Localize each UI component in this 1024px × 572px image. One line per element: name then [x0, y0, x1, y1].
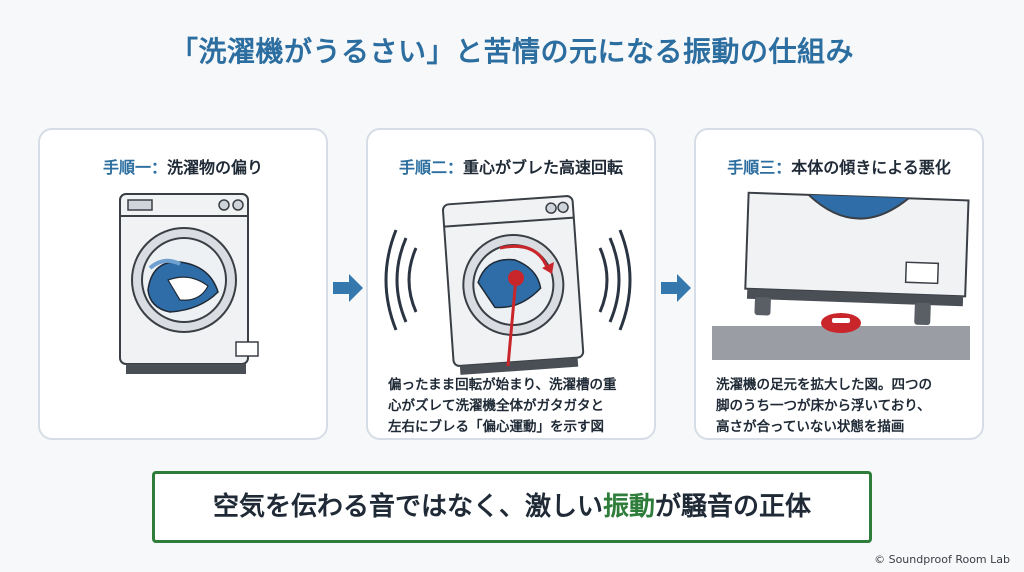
summary-accent-word: 振動 — [602, 492, 655, 522]
step-panel-3: 手順三：本体の傾きによる悪化 洗濯機の足元を拡大した図。四つの 脚のうち一つが床… — [694, 128, 984, 440]
vibration-waves-left — [384, 229, 418, 331]
credit: © Soundproof Room Lab — [874, 553, 1010, 566]
step-1-title: 洗濯物の偏り — [167, 158, 264, 177]
right-arrow-icon — [333, 274, 363, 302]
step-3-label: 手順三 — [727, 158, 776, 177]
washing-machine — [119, 193, 259, 374]
step-3-title: 本体の傾きによる悪化 — [791, 158, 951, 177]
vibration-waves-right — [598, 229, 632, 331]
right-arrow-icon — [661, 274, 691, 302]
summary-text-after: が騒音の正体 — [655, 492, 812, 522]
step-2-label: 手順二 — [398, 158, 447, 177]
eccentric-spin-washer-illustration — [384, 195, 632, 375]
step-2-heading: 手順二：重心がブレた高速回転 — [398, 158, 624, 177]
step-panel-2: 手順二：重心がブレた高速回転 偏ったまま回転が始まり、洗濯槽の重 — [366, 128, 656, 440]
tilted-foot-closeup-illustration — [712, 191, 970, 360]
offset-force-line — [506, 277, 518, 367]
grounded-foot — [914, 302, 931, 326]
step-2-title: 重心がブレた高速回転 — [463, 158, 624, 177]
lifted-foot — [754, 297, 771, 316]
step-3-heading: 手順三：本体の傾きによる悪化 — [727, 158, 951, 177]
summary-box: 空気を伝わる音ではなく、激しい振動が騒音の正体 — [152, 471, 872, 543]
page-title: 「洗濯機がうるさい」と苦情の元になる振動の仕組み — [169, 35, 854, 68]
step-2-description: 偏ったまま回転が始まり、洗濯槽の重 心がズレて洗濯機全体がガタガタと 左右にブレ… — [388, 377, 617, 435]
step-panel-1: 手順一：洗濯物の偏り — [38, 128, 328, 440]
step-1-heading: 手順一：洗濯物の偏り — [102, 158, 264, 177]
step-1-label: 手順一 — [102, 158, 151, 177]
washer-lower-body — [744, 191, 970, 326]
rotation-arrow — [499, 244, 550, 271]
step-3-description: 洗濯機の足元を拡大した図。四つの 脚のうち一つが床から浮いており、 高さが合って… — [716, 377, 932, 435]
unbalanced-laundry-washer-illustration — [119, 193, 259, 374]
summary-text-before: 空気を伝わる音ではなく、激しい — [212, 492, 603, 522]
